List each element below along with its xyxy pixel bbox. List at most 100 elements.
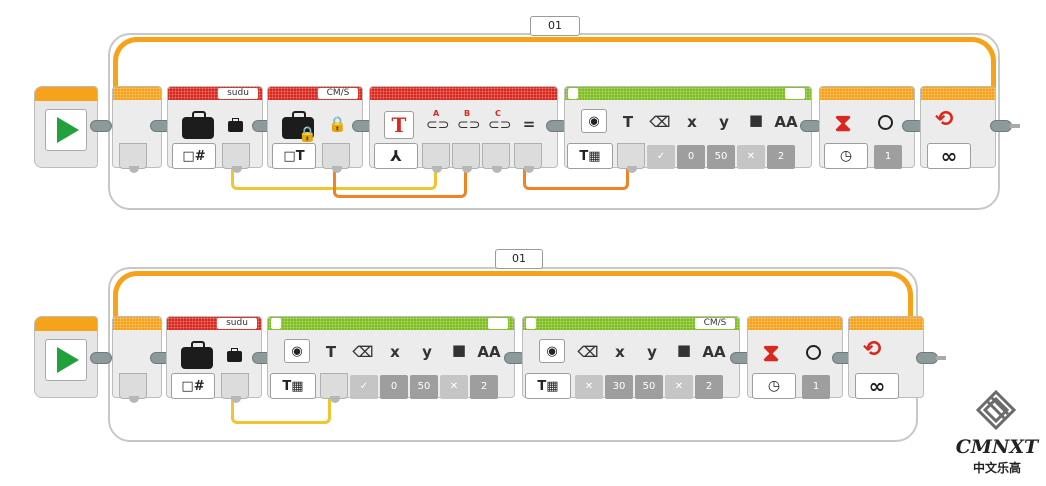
wait-block-1-header [820, 87, 914, 100]
wait-block-2-header [748, 317, 842, 330]
variable-read-block-2[interactable]: sudu □# [166, 316, 262, 403]
display-mode-icon[interactable] [271, 318, 281, 329]
color-param[interactable]: ✕ [665, 375, 693, 399]
loop-2-end[interactable]: ⟲ ∞ [848, 316, 924, 399]
unlimited-mode-button[interactable]: ∞ [855, 373, 899, 399]
wait-seconds-value[interactable]: 1 [874, 145, 902, 169]
x-value[interactable]: 0 [380, 375, 408, 399]
link-icon-b: ⊂⊃ [457, 117, 481, 133]
clear-screen-param[interactable]: ✓ [647, 145, 675, 169]
display-port-icon[interactable] [785, 88, 805, 99]
text-block-1[interactable]: T A B C ⊂⊃ ⊂⊃ ⊂⊃ = ⅄ [369, 86, 558, 173]
text-input-c[interactable] [482, 143, 510, 173]
variable-read-block-1[interactable]: sudu □# [167, 86, 263, 173]
sequence-plug[interactable] [990, 120, 1012, 132]
color-param[interactable]: ✕ [440, 375, 468, 399]
start-block-1[interactable] [34, 86, 98, 168]
display-text-input[interactable] [617, 143, 645, 173]
cmnxt-logo: CMNXT 中文乐高 [952, 388, 1040, 480]
timer-mode-button[interactable]: ◷ [824, 143, 868, 169]
text-input-a[interactable] [422, 143, 450, 173]
timer-icon [878, 115, 893, 130]
eraser-icon: ⌫ [577, 343, 599, 361]
number-mode-button[interactable]: □# [171, 373, 215, 399]
sequence-plug[interactable] [916, 352, 938, 364]
loop-1-name[interactable]: 01 [530, 16, 580, 36]
x-value[interactable]: 0 [677, 145, 705, 169]
display-icon: ◉ [284, 339, 310, 363]
input-a-label: A [433, 109, 440, 118]
font-size-label: AA [702, 343, 726, 361]
clear-screen-param[interactable]: ✓ [350, 375, 378, 399]
constant-value-tag[interactable]: CM/S [318, 88, 358, 99]
variable-name-tag[interactable]: sudu [217, 318, 257, 329]
constant-output-port[interactable] [322, 143, 350, 173]
wire-yellow-2 [231, 398, 331, 424]
loop-2-arc [113, 271, 913, 326]
play-button-1[interactable] [45, 109, 87, 151]
text-icon: T [384, 111, 414, 139]
y-value[interactable]: 50 [635, 375, 663, 399]
wait-block-1[interactable]: ⧗ ◷ 1 [819, 86, 915, 169]
color-param[interactable]: ✕ [737, 145, 765, 169]
sequence-plug[interactable] [90, 120, 112, 132]
loop-1-start-port[interactable] [119, 143, 147, 173]
text-output[interactable] [514, 143, 542, 173]
display-text-input[interactable] [320, 373, 348, 403]
font-value[interactable]: 2 [767, 145, 795, 169]
display-port-icon[interactable] [488, 318, 508, 329]
number-mode-button[interactable]: □# [172, 143, 216, 169]
wait-block-2[interactable]: ⧗ ◷ 1 [747, 316, 843, 399]
wait-seconds-value[interactable]: 1 [802, 375, 830, 399]
clear-screen-param[interactable]: ✕ [575, 375, 603, 399]
text-input-b[interactable] [452, 143, 480, 173]
display-block-1-header [565, 87, 811, 100]
text-param-icon: T [622, 113, 634, 131]
suitcase-icon [182, 111, 214, 139]
text-param-icon: T [325, 343, 337, 361]
y-value[interactable]: 50 [410, 375, 438, 399]
display-mode-icon[interactable] [568, 88, 578, 99]
y-param-label: y [647, 343, 657, 361]
variable-read-block-1-header: sudu [168, 87, 262, 100]
text-grid-mode-button[interactable]: T▦ [270, 373, 316, 399]
loop-2-start[interactable] [112, 316, 162, 403]
loop-2-name[interactable]: 01 [495, 249, 543, 269]
y-param-label: y [422, 343, 432, 361]
display-block-3[interactable]: CM/S ◉ ⌫ x y ■ AA T▦ ✕ 30 50 ✕ 2 [522, 316, 740, 399]
loop-1-arc [113, 37, 996, 97]
display-mode-icon[interactable] [526, 318, 536, 329]
constant-block-1-header: CM/S [268, 87, 362, 100]
variable-read-block-2-header: sudu [167, 317, 261, 330]
text-grid-mode-button[interactable]: T▦ [525, 373, 571, 399]
sequence-plug[interactable] [90, 352, 112, 364]
font-value[interactable]: 2 [470, 375, 498, 399]
loop-1-end[interactable]: ⟲ ∞ [920, 86, 996, 169]
font-value[interactable]: 2 [695, 375, 723, 399]
display-block-2-header [268, 317, 514, 330]
variable-output-port[interactable] [222, 143, 250, 173]
x-param-label: x [390, 343, 400, 361]
y-value[interactable]: 50 [707, 145, 735, 169]
text-grid-mode-button[interactable]: T▦ [567, 143, 613, 169]
unlimited-mode-button[interactable]: ∞ [927, 143, 971, 169]
start-block-2[interactable] [34, 316, 98, 398]
loop-icon: ⟲ [935, 107, 954, 132]
text-mode-button[interactable]: □T [272, 143, 316, 169]
loop-2-start-port[interactable] [119, 373, 147, 403]
suitcase-icon [282, 111, 314, 139]
variable-output-port[interactable] [221, 373, 249, 403]
timer-mode-button[interactable]: ◷ [752, 373, 796, 399]
read-mode-icon [227, 348, 242, 362]
display-block-1[interactable]: ◉ T ⌫ x y ■ AA T▦ ✓ 0 50 ✕ 2 [564, 86, 812, 173]
display-text-tag[interactable]: CM/S [695, 318, 735, 329]
x-value[interactable]: 30 [605, 375, 633, 399]
logo-title: CMNXT [955, 436, 1039, 458]
variable-name-tag[interactable]: sudu [218, 88, 258, 99]
display-block-2[interactable]: ◉ T ⌫ x y ■ AA T▦ ✓ 0 50 ✕ 2 [267, 316, 515, 403]
x-param-label: x [687, 113, 697, 131]
constant-block-1[interactable]: CM/S 🔒 🔒 □T [267, 86, 363, 173]
merge-mode-button[interactable]: ⅄ [374, 143, 418, 169]
play-icon [57, 347, 79, 373]
play-button-2[interactable] [45, 339, 87, 381]
